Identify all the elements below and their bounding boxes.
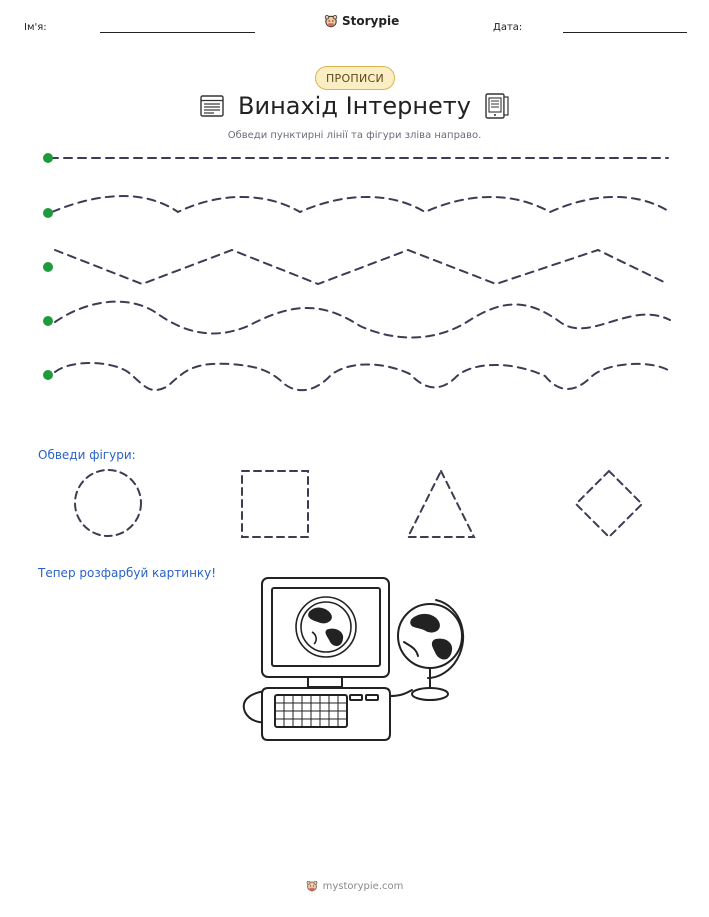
shapes-section-label: Обведи фігури: <box>38 448 136 462</box>
date-label: Дата: <box>493 22 523 33</box>
instructions-text: Обведи пунктирні лінії та фігури зліва н… <box>227 130 482 141</box>
computer-with-globe-illustration[interactable] <box>240 572 470 747</box>
start-dot <box>43 262 53 272</box>
brand-name: Storypie <box>342 14 400 28</box>
storypie-bear-icon <box>306 880 318 892</box>
name-label: Ім'я: <box>24 22 47 33</box>
storypie-bear-icon <box>324 14 338 28</box>
tracing-line-bumpy-wave[interactable] <box>54 362 669 392</box>
tracing-line-wave[interactable] <box>54 300 671 339</box>
tracing-shape-diamond[interactable] <box>574 469 644 539</box>
page-title: Винахід Інтернету <box>238 92 471 120</box>
worksheet-type-badge: ПРОПИСИ <box>315 66 395 90</box>
coloring-section-label: Тепер розфарбуй картинку! <box>38 566 217 580</box>
name-field-line[interactable] <box>100 32 255 33</box>
tracing-shape-circle[interactable] <box>74 469 142 537</box>
newspaper-icon <box>199 93 225 119</box>
tracing-shape-square[interactable] <box>241 470 309 538</box>
tracing-shape-triangle[interactable] <box>406 468 476 538</box>
tracing-line-zigzag[interactable] <box>54 248 669 286</box>
start-dot <box>43 370 53 380</box>
tracing-shapes-area <box>74 468 644 539</box>
footer: mystorypie.com <box>0 880 709 892</box>
start-dot <box>43 316 53 326</box>
start-dot <box>43 208 53 218</box>
date-field-line[interactable] <box>563 32 687 33</box>
brand-logo: Storypie <box>324 14 399 28</box>
tracing-lines-area <box>43 153 671 392</box>
server-icon <box>482 92 510 120</box>
footer-link[interactable]: mystorypie.com <box>322 880 404 892</box>
tracing-line-gentle-wave[interactable] <box>51 195 671 214</box>
start-dot <box>43 153 53 163</box>
